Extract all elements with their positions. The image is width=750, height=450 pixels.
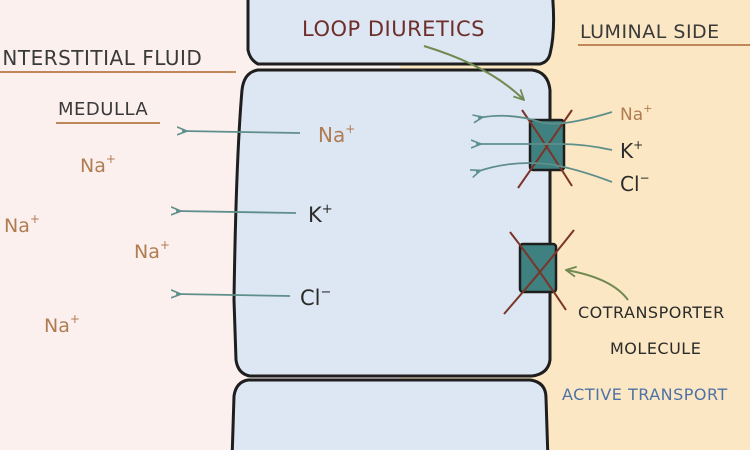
molecule-label: MOLECULE bbox=[610, 339, 701, 358]
cross-mark-icon bbox=[503, 229, 575, 315]
na-ion-luminal: Na+ bbox=[620, 102, 652, 125]
lower-cell bbox=[230, 378, 550, 450]
na-ion-interstitial: Na+ bbox=[44, 312, 80, 337]
luminal-side-heading: LUMINAL SIDE bbox=[580, 21, 720, 43]
cl-uptake-arrow bbox=[476, 162, 613, 183]
cl-ion-luminal: Cl− bbox=[620, 171, 650, 196]
cross-mark-icon bbox=[517, 109, 573, 189]
k-exit-arrow bbox=[176, 211, 297, 213]
na-ion-interstitial: Na+ bbox=[80, 152, 116, 177]
k-ion-luminal: K+ bbox=[620, 138, 643, 163]
cl-exit-arrow bbox=[176, 294, 291, 296]
loop-diuretics-arrow bbox=[423, 45, 524, 100]
k-ion-cell: K+ bbox=[308, 202, 333, 227]
na-ion-interstitial: Na+ bbox=[4, 212, 40, 237]
active-transport-label: ACTIVE TRANSPORT bbox=[562, 385, 728, 404]
na-uptake-arrow bbox=[478, 111, 613, 125]
na-ion-interstitial: Na+ bbox=[134, 238, 170, 263]
na-exit-arrow bbox=[182, 131, 301, 133]
interstitial-fluid-heading: INTERSTITIAL FLUID bbox=[0, 46, 202, 70]
cotransporter-callout-arrow bbox=[566, 270, 629, 301]
na-ion-cell: Na+ bbox=[318, 122, 355, 147]
k-uptake-arrow bbox=[476, 144, 613, 151]
loop-diuretics-label: LOOP DIURETICS bbox=[302, 17, 485, 41]
cl-ion-cell: Cl− bbox=[300, 285, 331, 310]
medulla-heading: MEDULLA bbox=[58, 99, 148, 120]
upper-cell bbox=[246, 0, 556, 66]
cotransporter-label: COTRANSPORTER bbox=[578, 303, 725, 322]
